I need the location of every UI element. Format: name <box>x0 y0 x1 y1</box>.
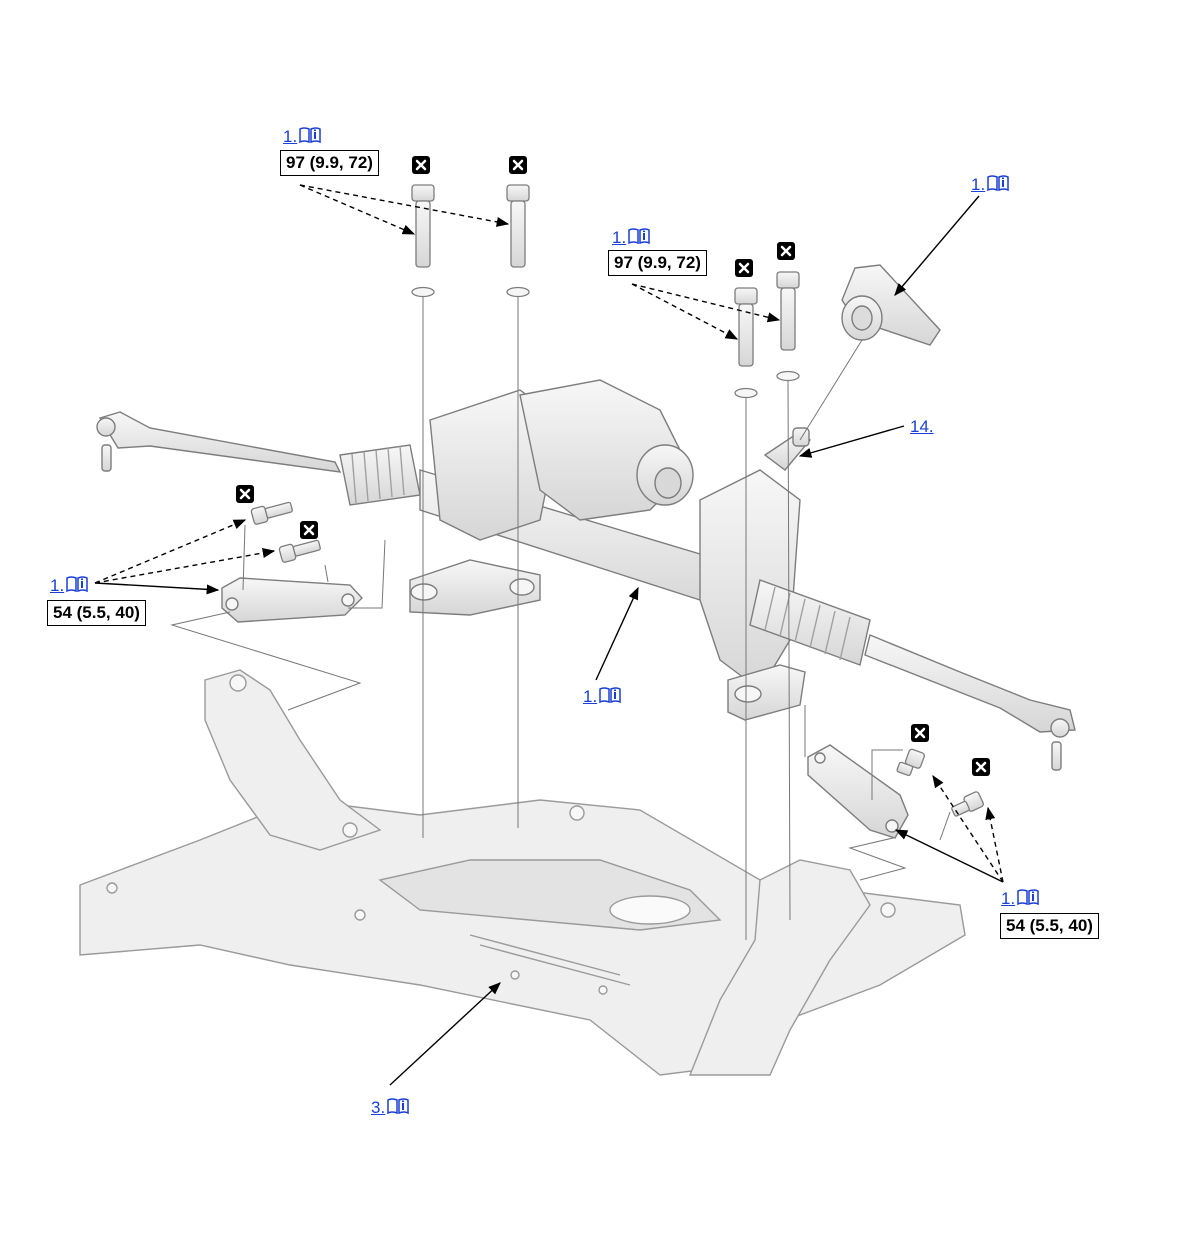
callout-label: 1. <box>583 687 598 706</box>
replace-part-icon <box>300 521 318 539</box>
bolt-3 <box>734 287 758 399</box>
info-book-icon <box>986 174 1010 195</box>
callout-label: 14. <box>910 417 934 436</box>
callout-link-gearbox[interactable]: 1. <box>583 686 622 707</box>
info-book-icon <box>598 686 622 707</box>
callout-label: 1. <box>971 175 986 194</box>
info-book-icon <box>627 227 651 248</box>
replace-part-icon <box>972 758 990 776</box>
replace-part-icon <box>412 156 430 174</box>
gearbox-mounting-brackets <box>221 577 909 839</box>
replace-part-icon <box>777 242 795 260</box>
callout-label: 1. <box>612 228 627 247</box>
replace-part-icon <box>236 485 254 503</box>
callout-label: 1. <box>1001 889 1016 908</box>
torque-spec-left-bracket: 54 (5.5, 40) <box>47 600 146 626</box>
callout-link-right-bracket[interactable]: 1. <box>1001 888 1040 909</box>
info-book-icon <box>298 126 322 147</box>
callout-link-pinion[interactable]: 14. <box>910 418 934 435</box>
dashed-leaders <box>94 184 1004 883</box>
steering-seal <box>841 264 941 346</box>
torque-spec-upper-right: 97 (9.9, 72) <box>608 250 707 276</box>
torque-spec-upper-left: 97 (9.9, 72) <box>280 150 379 176</box>
steering-gearbox <box>96 379 1076 771</box>
bolt-4 <box>776 271 800 382</box>
bolt-5 <box>250 501 293 525</box>
bolt-1 <box>411 184 435 298</box>
callout-label: 3. <box>371 1098 386 1117</box>
torque-spec-right-bracket: 54 (5.5, 40) <box>1000 913 1099 939</box>
front-subframe <box>79 669 966 1076</box>
info-book-icon <box>386 1097 410 1118</box>
callout-label: 1. <box>283 127 298 146</box>
bolt-8 <box>951 791 984 817</box>
alignment-lines <box>170 297 951 940</box>
solid-leaders <box>94 195 1004 1086</box>
bolt-2 <box>506 184 530 298</box>
bolt-6 <box>278 539 321 563</box>
replace-part-icon <box>735 259 753 277</box>
callout-link-bolts-upper-left[interactable]: 1. <box>283 126 322 147</box>
bolt-7 <box>896 748 925 777</box>
callout-link-subframe[interactable]: 3. <box>371 1097 410 1118</box>
callout-link-left-bracket[interactable]: 1. <box>50 575 89 596</box>
callout-label: 1. <box>50 576 65 595</box>
callout-link-bolts-upper-right[interactable]: 1. <box>612 227 651 248</box>
callout-link-seal[interactable]: 1. <box>971 174 1010 195</box>
replace-part-icon <box>509 156 527 174</box>
replace-part-icon <box>911 724 929 742</box>
info-book-icon <box>1016 888 1040 909</box>
mounting-bolts <box>250 184 984 817</box>
info-book-icon <box>65 575 89 596</box>
